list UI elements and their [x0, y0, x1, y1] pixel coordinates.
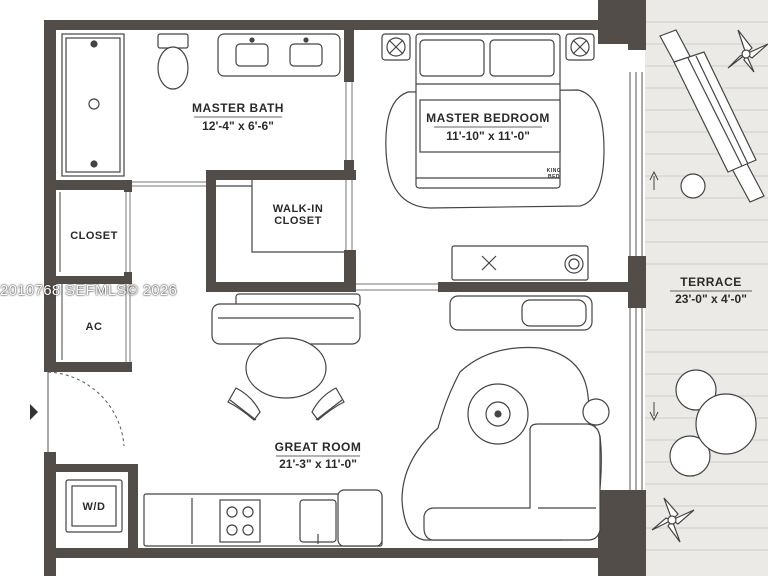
terrace-side-table: [680, 173, 706, 199]
walk-in-label-1: WALK-IN: [273, 203, 324, 215]
washer-dryer: [65, 479, 123, 533]
dining-table: [245, 337, 327, 399]
terrace-arrows: [649, 170, 659, 422]
wd-label: W/D: [83, 501, 106, 513]
coffee-table: [467, 383, 529, 445]
console-table: [449, 295, 593, 331]
master-bath-label: MASTER BATH: [192, 101, 284, 115]
shower: [61, 33, 125, 177]
closet-lines: [59, 192, 63, 360]
cooktop-icon: [219, 499, 261, 543]
sink-icon: [299, 499, 337, 544]
tv-console: [451, 245, 589, 281]
terrace-label: TERRACE: [680, 275, 742, 289]
side-table: [582, 398, 610, 426]
master-bedroom-label: MASTER BEDROOM: [426, 111, 550, 125]
kitchen-counter: [143, 489, 383, 547]
watermark: 2010768 SEFMLS© 2026: [0, 282, 178, 299]
windows: [629, 72, 643, 490]
sectional-sofa: [423, 423, 601, 541]
hammock: [659, 29, 765, 203]
bed-tag-line2: BED: [548, 174, 560, 180]
walk-in-label-2: CLOSET: [274, 215, 322, 227]
terrace-size: 23'-0" x 4'-0": [675, 292, 747, 306]
plant-top-icon: [727, 29, 768, 73]
nightstand-right: [565, 33, 595, 61]
master-bath-size: 12'-4" x 6'-6": [202, 119, 274, 133]
king-bed: [415, 33, 561, 189]
double-vanity: [217, 33, 341, 77]
dining-chairs: [227, 387, 345, 421]
nightstand-left: [381, 33, 411, 61]
great-room-label: GREAT ROOM: [275, 440, 362, 454]
master-bedroom-size: 11'-10" x 11'-0": [446, 129, 530, 143]
ac-label: AC: [86, 321, 103, 333]
closet-shelving: [216, 180, 344, 253]
door-lines: [125, 82, 438, 362]
closet-label: CLOSET: [70, 230, 118, 242]
great-room-size: 21'-3" x 11'-0": [279, 457, 357, 471]
walls: [44, 0, 646, 576]
bench-desk: [211, 293, 361, 345]
entry-arrow-icon: [30, 404, 38, 420]
entry-door: [47, 371, 125, 452]
terrace-chairs: [669, 369, 757, 477]
plant-bottom-icon: [651, 497, 695, 543]
bed-tag-line1: KING: [547, 168, 562, 174]
toilet-icon: [157, 33, 189, 90]
